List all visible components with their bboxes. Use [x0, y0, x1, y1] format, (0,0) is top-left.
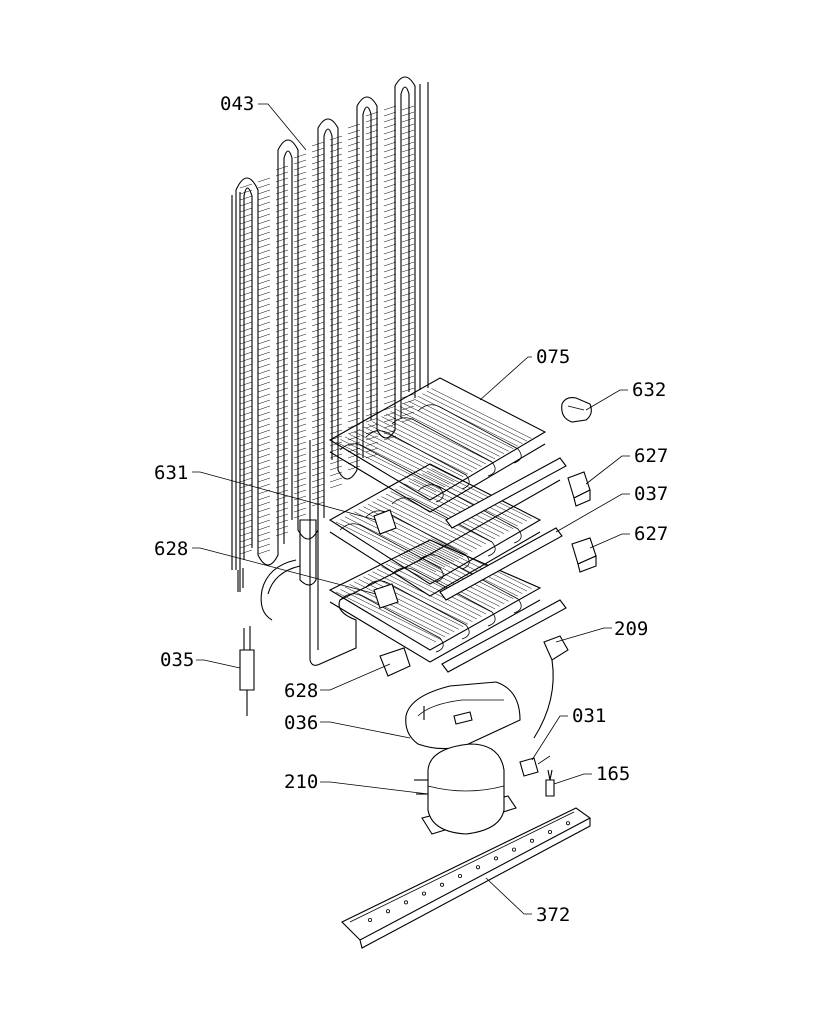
- label-627-bottom: 627: [634, 523, 668, 545]
- label-036: 036: [284, 712, 318, 734]
- drip-tray-036: [405, 681, 521, 750]
- label-209: 209: [614, 618, 648, 640]
- cap-632: [561, 397, 592, 423]
- shelf-support-627-top: [567, 471, 591, 507]
- label-631: 631: [154, 462, 188, 484]
- label-632: 632: [632, 379, 666, 401]
- label-037: 037: [634, 483, 668, 505]
- label-031: 031: [572, 705, 606, 727]
- label-628-lower: 628: [284, 680, 318, 702]
- shelf-support-627-bottom: [571, 537, 597, 573]
- base-plate-372: [341, 807, 592, 949]
- evaporator-075: [260, 377, 561, 666]
- label-210: 210: [284, 771, 318, 793]
- filter-035: [239, 626, 255, 716]
- clip-628-upper: [373, 583, 399, 609]
- label-075: 075: [536, 346, 570, 368]
- clip-628-lower: [379, 647, 411, 677]
- relay-031: [519, 755, 551, 777]
- shelf-rails-037: [439, 457, 567, 673]
- label-627-top: 627: [634, 445, 668, 467]
- label-372: 372: [536, 904, 570, 926]
- thermostat-209: [533, 635, 569, 739]
- leader-lines: [192, 103, 630, 915]
- label-035: 035: [160, 649, 194, 671]
- label-043: 043: [220, 93, 254, 115]
- label-628-upper: 628: [154, 538, 188, 560]
- clip-631: [373, 509, 397, 535]
- part-labels: 043 075 632 627 631 037 627 628 209 035 …: [154, 93, 668, 926]
- compressor-210: [414, 743, 517, 835]
- label-165: 165: [596, 763, 630, 785]
- capacitor-165: [545, 769, 555, 797]
- condenser-coil-043: [231, 76, 429, 592]
